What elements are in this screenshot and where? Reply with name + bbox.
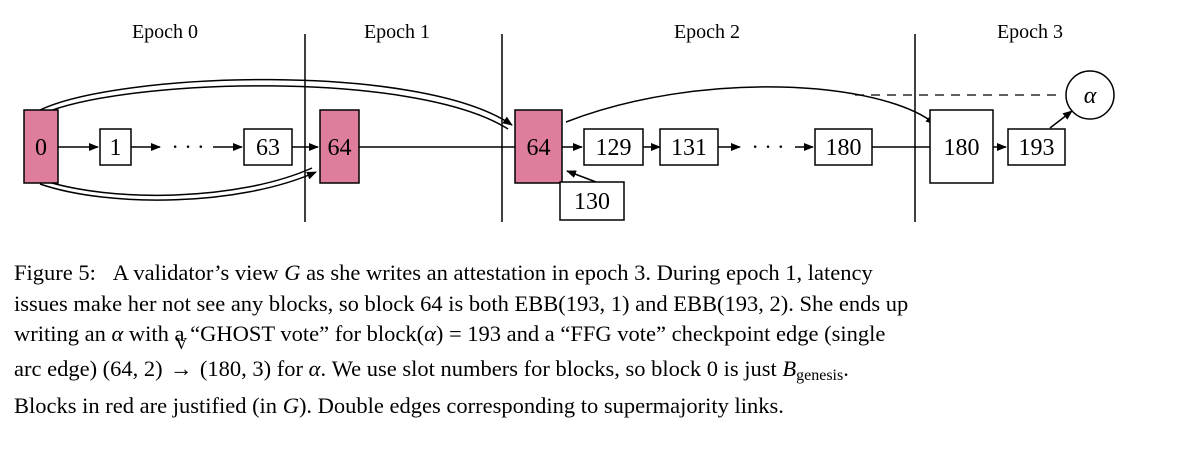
- block-180-label: 180: [826, 135, 862, 161]
- block-0-label: 0: [35, 135, 47, 161]
- block-193-label: 193: [1019, 135, 1055, 161]
- ffg-arc-edge: [565, 86, 936, 125]
- caption-text: A validator’s view: [112, 260, 285, 285]
- caption-math: α: [308, 355, 321, 381]
- alpha-node: [1065, 70, 1115, 120]
- caption-text: Blocks in red are justified (in: [14, 393, 283, 418]
- caption-line-1: Figure 5: A validator’s view G as she wr…: [14, 258, 1194, 289]
- block-130: [559, 181, 625, 221]
- edge-193-alpha: [1049, 110, 1073, 129]
- caption-math: α: [111, 321, 124, 346]
- caption-line-5: Blocks in red are justified (in G). Doub…: [14, 391, 1194, 422]
- caption-math: G: [282, 393, 299, 418]
- edge-64-130: [566, 170, 597, 183]
- epoch-label-3: Epoch 3: [997, 21, 1063, 43]
- caption-text: arc edge) (64, 2): [14, 355, 169, 381]
- figure-caption: Figure 5: A validator’s view G as she wr…: [14, 258, 1194, 422]
- ellipsis-1: · · ·: [172, 134, 205, 159]
- block-131: [659, 128, 719, 166]
- blockchain-diagram: Epoch 0 Epoch 1 Epoch 2 Epoch 3 0 1 · · …: [23, 21, 1115, 222]
- caption-line-3: writing an α with a “GHOST vote” for blo…: [14, 319, 1194, 350]
- block-193: [1007, 128, 1066, 166]
- caption-text: ). Double edges corresponding to superma…: [298, 393, 784, 418]
- caption-subscript: genesis: [796, 366, 844, 384]
- caption-text: with a “GHOST vote” for block(: [123, 321, 425, 346]
- block-131-label: 131: [671, 135, 707, 161]
- alpha-label: α: [1084, 83, 1097, 109]
- vote-arrow: V→: [168, 335, 194, 385]
- epoch-label-1: Epoch 1: [364, 21, 430, 43]
- block-129: [583, 128, 644, 166]
- caption-line-2: issues make her not see any blocks, so b…: [14, 289, 1194, 320]
- block-129-label: 129: [596, 135, 632, 161]
- block-64-epoch2: [514, 109, 563, 184]
- figure-number: Figure 5:: [14, 260, 96, 285]
- double-edge-0-64a-inner: [41, 167, 313, 197]
- block-1-label: 1: [110, 135, 122, 161]
- epoch-label-2: Epoch 2: [674, 21, 740, 43]
- caption-text: issues make her not see any blocks, so b…: [14, 290, 909, 316]
- caption-text: ) = 193 and a “FFG vote” checkpoint edge…: [435, 321, 886, 346]
- double-edge-0-64a-outer: [39, 171, 317, 201]
- ellipsis-2: · · ·: [752, 134, 785, 159]
- epoch-label-0: Epoch 0: [132, 21, 198, 43]
- caption-line-4: arc edge) (64, 2) V→ (180, 3) for α. We …: [14, 335, 1194, 392]
- block-63: [243, 128, 293, 166]
- caption-text: (180, 3) for: [194, 355, 309, 381]
- caption-text: . We use slot numbers for blocks, so blo…: [320, 355, 783, 381]
- block-1: [99, 128, 132, 166]
- block-64-epoch1: [319, 109, 360, 184]
- block-64-epoch1-label: 64: [328, 135, 352, 161]
- block-63-label: 63: [256, 135, 280, 161]
- block-64-epoch2-label: 64: [527, 135, 551, 161]
- caption-text: .: [843, 355, 849, 381]
- caption-math: B: [782, 355, 797, 381]
- caption-text: writing an: [14, 321, 112, 346]
- caption-math: G: [284, 260, 301, 285]
- double-edge-0-64b-inner: [41, 85, 509, 130]
- block-180: [814, 128, 873, 166]
- double-edge-0-64b-outer: [39, 78, 513, 126]
- block-180-checkpoint-label: 180: [944, 135, 980, 161]
- caption-text: as she writes an attestation in epoch 3.…: [300, 260, 873, 285]
- block-180-checkpoint: [929, 109, 994, 184]
- arrow-icon: →: [170, 355, 193, 381]
- block-0: [23, 109, 59, 184]
- vote-arrow-label: V: [175, 333, 188, 353]
- block-130-label: 130: [574, 189, 610, 215]
- caption-math: α: [424, 321, 436, 346]
